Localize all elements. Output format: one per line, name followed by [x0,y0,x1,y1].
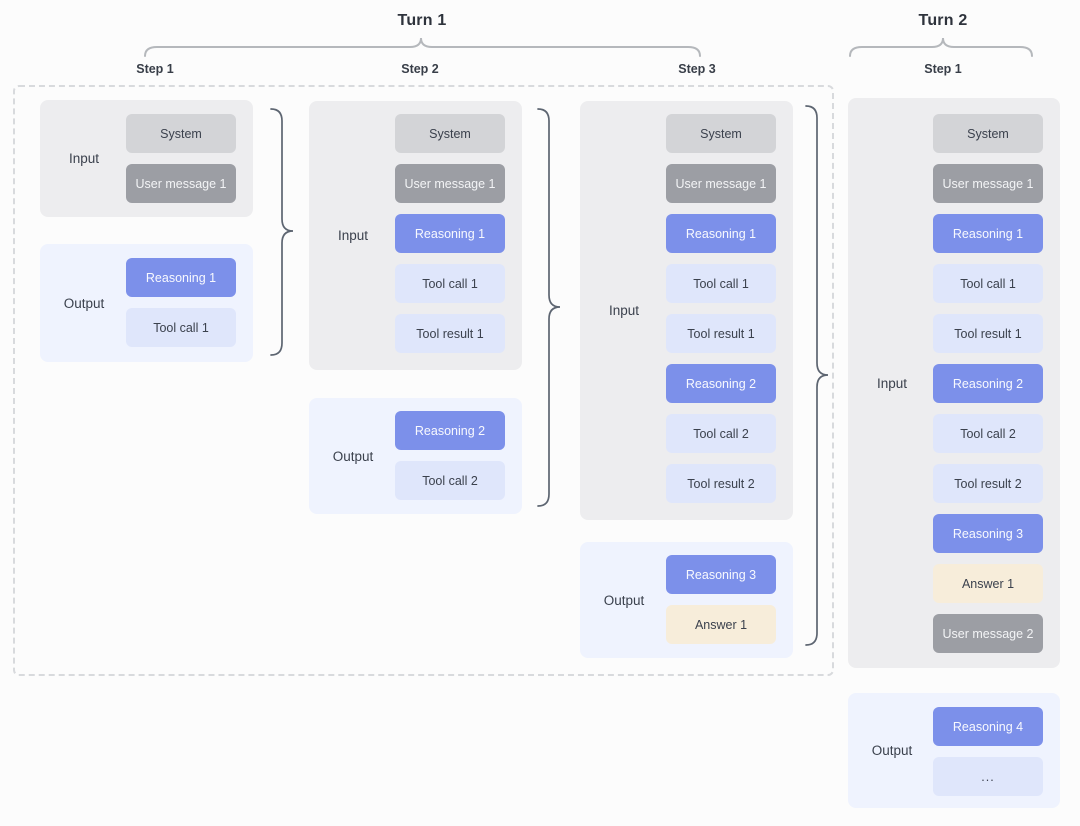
message-chip-reasoning: Reasoning 3 [666,555,776,594]
message-chip-tool: Tool call 1 [666,264,776,303]
message-chip-reasoning: Reasoning 4 [933,707,1043,746]
input-label: Input [876,375,908,391]
message-chip-system: System [933,114,1043,153]
message-chip-user: User message 1 [395,164,505,203]
message-chip-user: User message 1 [933,164,1043,203]
turn1-step3-output-chips: Reasoning 3 Answer 1 [666,555,776,644]
message-chip-tool: Tool call 2 [666,414,776,453]
turn2-step1-label: Step 1 [924,62,962,76]
message-chip-reasoning: Reasoning 2 [933,364,1043,403]
turn1-span-brace [144,37,701,57]
message-chip-tool: Tool result 1 [666,314,776,353]
turn2-span-brace [849,37,1033,57]
message-chip-system: System [126,114,236,153]
message-chip-tool: Tool call 1 [933,264,1043,303]
message-chip-reasoning: Reasoning 1 [666,214,776,253]
turn1-step1-output-chips: Reasoning 1 Tool call 1 [126,258,236,347]
message-chip-system: System [666,114,776,153]
message-chip-user: User message 1 [126,164,236,203]
message-chip-ellipsis: ... [933,757,1043,796]
message-chip-tool: Tool call 2 [933,414,1043,453]
turn1-title: Turn 1 [397,12,447,29]
message-chip-tool: Tool result 1 [395,314,505,353]
turn1-step2-output-chips: Reasoning 2 Tool call 2 [395,411,505,500]
output-label: Output [871,743,913,758]
message-chip-reasoning: Reasoning 3 [933,514,1043,553]
input-label: Input [337,228,369,243]
message-chip-reasoning: Reasoning 2 [666,364,776,403]
message-chip-tool: Tool result 1 [933,314,1043,353]
message-chip-user: User message 1 [666,164,776,203]
turn2-title: Turn 2 [918,12,968,29]
message-chip-tool: Tool call 1 [126,308,236,347]
message-chip-reasoning: Reasoning 1 [395,214,505,253]
message-chip-answer: Answer 1 [933,564,1043,603]
message-chip-reasoning: Reasoning 1 [933,214,1043,253]
message-chip-system: System [395,114,505,153]
turn2-step1-output-chips: Reasoning 4... [933,707,1043,796]
message-chip-reasoning: Reasoning 2 [395,411,505,450]
turn1-step2-output-box: Output Reasoning 2 Tool call 2 [309,398,522,514]
turn1-step1-output-box: Output Reasoning 1 Tool call 1 [40,244,253,362]
message-chip-tool: Tool call 2 [395,461,505,500]
output-label: Output [332,448,374,464]
turn1-step3-output-box: Output Reasoning 3 Answer 1 [580,542,793,658]
message-chip-tool: Tool call 1 [395,264,505,303]
message-chip-user: User message 2 [933,614,1043,653]
turn1-step2-label: Step 2 [401,62,439,76]
turn2-step1-output-box: Output Reasoning 4... [848,693,1060,808]
output-label: Output [603,592,645,608]
turn1-step3-label: Step 3 [678,62,716,76]
input-label: Input [608,303,640,318]
turn1-boundary [13,85,834,676]
message-chip-tool: Tool result 2 [666,464,776,503]
input-label: Input [68,151,100,166]
message-chip-reasoning: Reasoning 1 [126,258,236,297]
message-chip-tool: Tool result 2 [933,464,1043,503]
message-chip-answer: Answer 1 [666,605,776,644]
output-label: Output [63,295,105,311]
turn1-step1-label: Step 1 [136,62,174,76]
